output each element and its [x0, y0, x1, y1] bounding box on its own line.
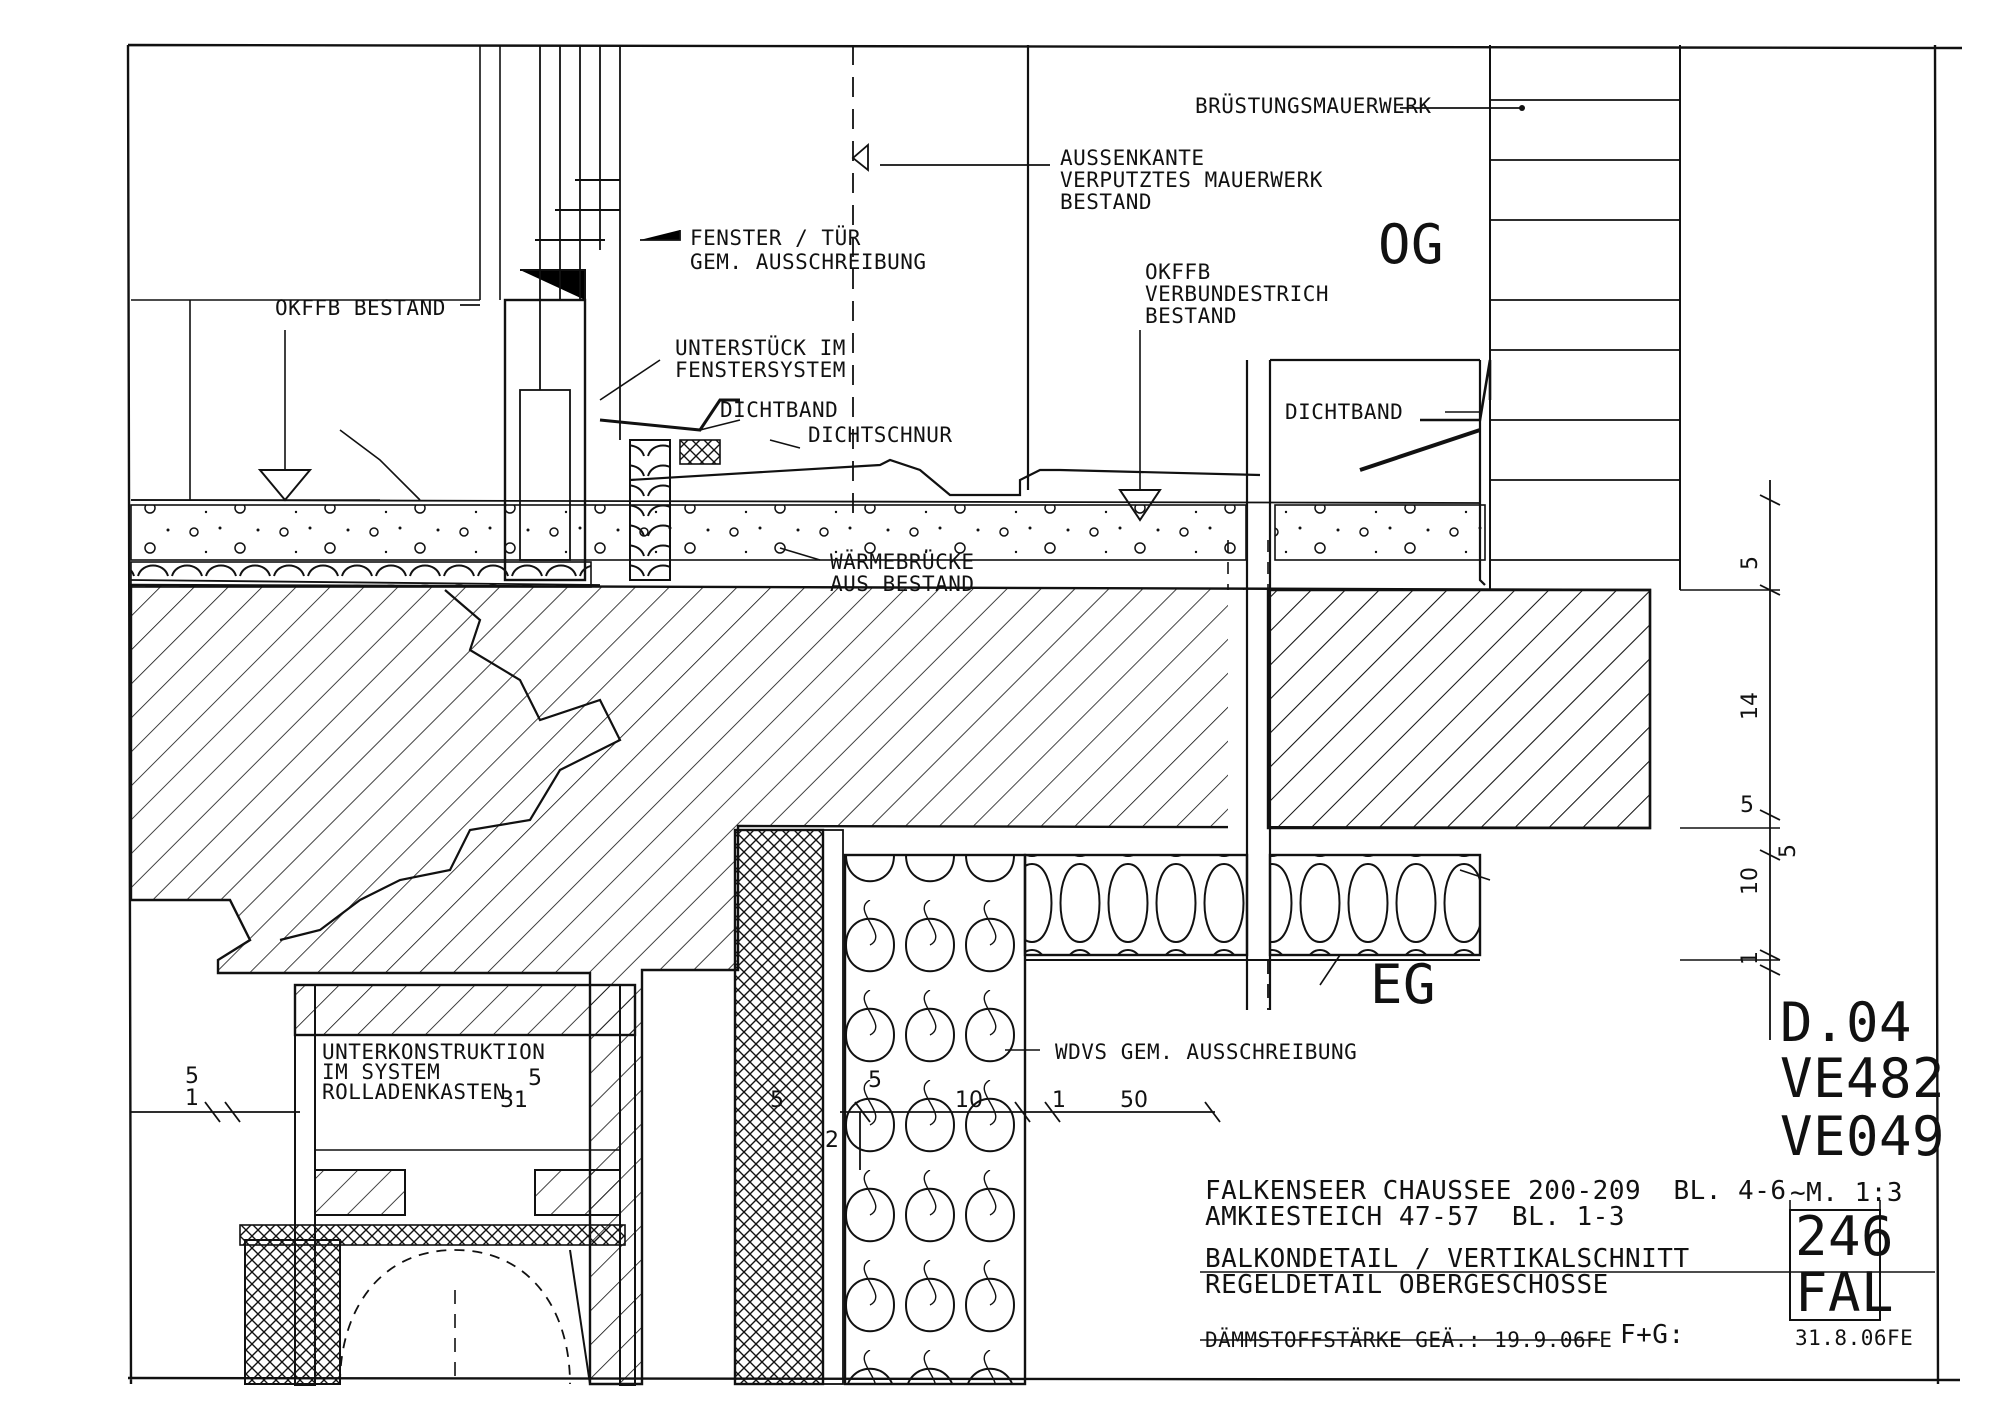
scale-label: ~M. 1:3 [1790, 1178, 1904, 1208]
footer-fg: F+G: [1620, 1320, 1685, 1350]
drawing-code-1: D.04 [1780, 991, 1913, 1054]
dim-left-1: 1 [185, 1086, 199, 1111]
dim-vertical-5c: 5 [1776, 844, 1801, 858]
label-aussenkante-3: BESTAND [1060, 190, 1153, 214]
level-eg: EG [1370, 953, 1437, 1016]
dim-horizontal-50: 50 [1120, 1088, 1148, 1113]
dim-horizontal-1: 1 [1052, 1088, 1066, 1113]
label-waermebruecke-2: AUS BESTAND [830, 572, 975, 596]
label-okffb-right-1: OKFFB [1145, 260, 1211, 284]
footer-daemmstoff: DÄMMSTOFFSTÄRKE GEÄ.: 19.9.06FE [1205, 1328, 1613, 1352]
project-line-2: AMKIESTEICH 47-57 BL. 1-3 [1205, 1202, 1625, 1232]
label-unterkonstruktion-2: IM SYSTEM [322, 1060, 441, 1084]
label-waermebruecke-1: WÄRMEBRÜCKE [830, 550, 975, 574]
label-okffb-right-2: VERBUNDESTRICH [1145, 282, 1330, 306]
dim-31-sup: 5 [528, 1066, 542, 1091]
label-fenster-1: FENSTER / TÜR [690, 226, 861, 250]
label-wdvs: WDVS GEM. AUSSCHREIBUNG [1055, 1040, 1358, 1064]
drawing-code-2: VE482 [1780, 1047, 1946, 1110]
sheet-number: 246 [1795, 1205, 1895, 1268]
dim-31: 31 [500, 1088, 528, 1113]
project-line-1: FALKENSEER CHAUSSEE 200-209 BL. 4-6 [1205, 1176, 1787, 1206]
sheet-abbreviation: FAL [1795, 1261, 1895, 1324]
dim-vertical-5b: 5 [1740, 793, 1754, 818]
label-dichtschnur: DICHTSCHNUR [808, 423, 953, 447]
label-dichtband-right: DICHTBAND [1285, 400, 1404, 424]
level-og: OG [1378, 213, 1445, 276]
label-bruestungsmauerwerk: BRÜSTUNGSMAUERWERK [1195, 94, 1432, 118]
label-fenster-2: GEM. AUSSCHREIBUNG [690, 250, 927, 274]
dim-vertical-14: 14 [1738, 692, 1763, 720]
title-line-1: BALKONDETAIL / VERTIKALSCHNITT [1205, 1244, 1690, 1274]
label-unterstueck-2: FENSTERSYSTEM [675, 358, 846, 382]
label-aussenkante-2: VERPUTZTES MAUERWERK [1060, 168, 1323, 192]
dim-horizontal-2: 2 [825, 1128, 839, 1153]
dim-vertical-10: 10 [1738, 867, 1763, 895]
label-okffb-bestand: OKFFB BESTAND [275, 296, 446, 320]
dim-horizontal-10: 10 [955, 1088, 983, 1113]
title-line-2: REGELDETAIL OBERGESCHOSSE [1205, 1270, 1609, 1300]
label-dichtband-left: DICHTBAND [720, 398, 839, 422]
label-aussenkante-1: AUSSENKANTE [1060, 146, 1205, 170]
label-okffb-right-3: BESTAND [1145, 304, 1238, 328]
label-unterkonstruktion-3: ROLLADENKASTEN [322, 1080, 507, 1104]
drawing-code-3: VE049 [1780, 1105, 1946, 1168]
label-unterkonstruktion-1: UNTERKONSTRUKTION [322, 1040, 546, 1064]
dim-horizontal-5-small: 5 [868, 1068, 882, 1093]
label-unterstueck-1: UNTERSTÜCK IM [675, 336, 846, 360]
dim-vertical-1: 1 [1738, 951, 1763, 965]
dim-vertical-5a: 5 [1738, 556, 1763, 570]
footer-date: 31.8.06FE [1795, 1326, 1914, 1350]
dim-horizontal-5: 5 [770, 1088, 784, 1113]
dim-left-5: 5 [185, 1064, 199, 1089]
